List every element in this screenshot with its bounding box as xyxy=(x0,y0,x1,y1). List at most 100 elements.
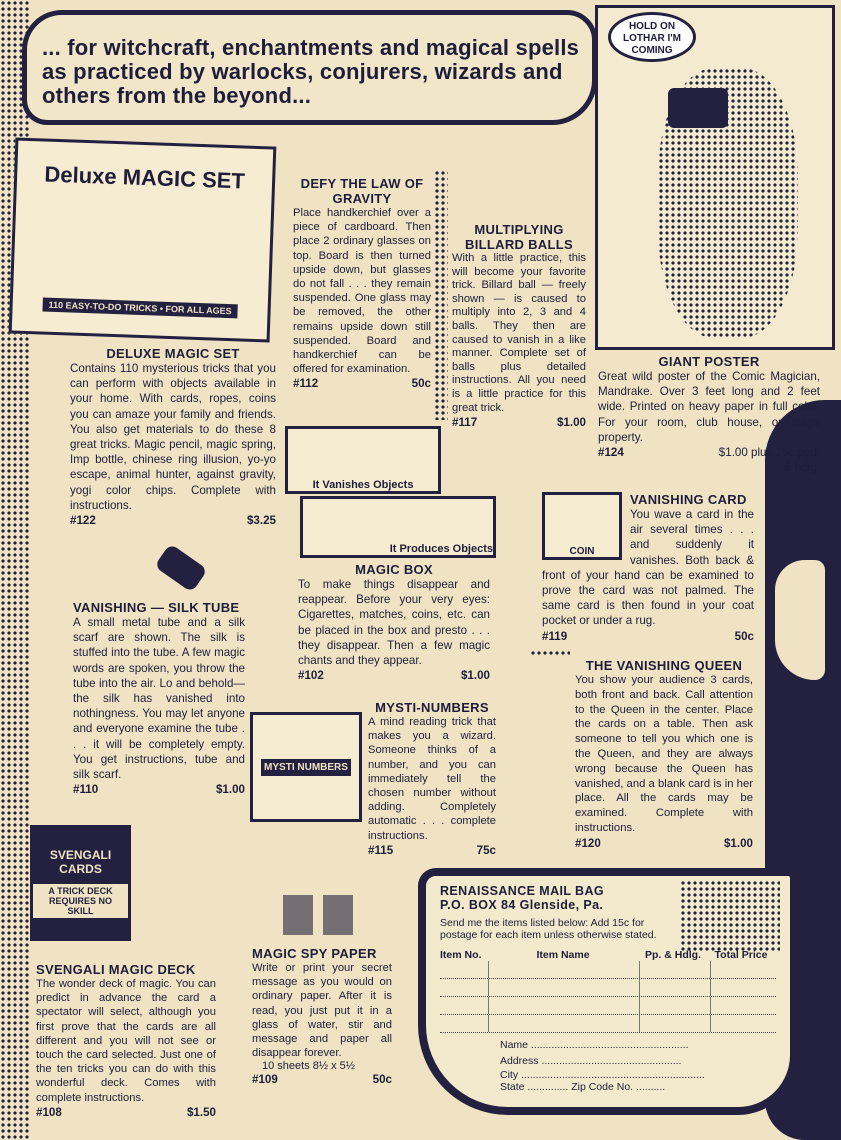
address-field[interactable]: Address ................................… xyxy=(500,1055,682,1067)
item-description: Write or print your secret message as yo… xyxy=(252,962,392,1060)
item-vanishing-card[interactable]: COIN VANISHING CARD You wave a card in t… xyxy=(542,492,754,644)
svengali-subcaption: A TRICK DECK REQUIRES NO SKILL xyxy=(33,884,128,918)
city-label: City xyxy=(500,1069,519,1081)
item-price: $1.00 xyxy=(723,836,753,850)
item-title: THE VANISHING QUEEN xyxy=(585,658,743,673)
item-magic-box[interactable]: MAGIC BOX To make things disappear and r… xyxy=(298,562,490,683)
order-rows xyxy=(440,961,776,1033)
item-price: 50c xyxy=(411,377,431,391)
name-label: Name xyxy=(500,1039,529,1051)
item-number: #124 xyxy=(598,446,624,460)
vanishes-objects-image: It Vanishes Objects xyxy=(285,426,441,494)
item-number: #108 xyxy=(36,1105,62,1119)
witch-face xyxy=(775,560,825,680)
company-address: P.O. BOX 84 Glenside, Pa. xyxy=(440,898,604,912)
vanishes-caption: It Vanishes Objects xyxy=(312,479,414,491)
item-extra: 10 sheets 8½ x 5½ xyxy=(262,1060,355,1073)
order-row[interactable] xyxy=(440,979,776,997)
item-number: #115 xyxy=(368,843,394,857)
item-title: SVENGALI MAGIC DECK xyxy=(36,962,196,977)
item-deluxe-magic-set[interactable]: DELUXE MAGIC SET Contains 110 mysterious… xyxy=(70,346,276,528)
item-description: With a little practice, this will become… xyxy=(452,252,586,414)
item-description: To make things disappear and reappear. B… xyxy=(298,578,490,668)
company-name: RENAISSANCE MAIL BAG xyxy=(440,884,605,898)
item-title: MULTIPLYING BILLARD BALLS xyxy=(465,222,573,252)
item-description: The wonder deck of magic. You can predic… xyxy=(36,978,216,1104)
item-title: DEFY THE LAW OF GRAVITY xyxy=(300,176,424,206)
form-instructions: Send me the items listed below: Add 15c … xyxy=(440,917,657,941)
item-title: MAGIC BOX xyxy=(355,562,433,577)
item-price: $3.25 xyxy=(246,514,276,528)
item-number: #102 xyxy=(298,669,324,683)
mysti-numbers-image: MYSTI NUMBERS xyxy=(250,712,362,822)
item-description: Contains 110 mysterious tricks that you … xyxy=(70,362,276,512)
halftone-pattern xyxy=(434,170,448,420)
coin-caption: COIN xyxy=(569,546,595,557)
item-magic-spy-paper[interactable]: MAGIC SPY PAPER Write or print your secr… xyxy=(252,946,392,1087)
item-number: #112 xyxy=(293,377,319,391)
item-title: MYSTI-NUMBERS xyxy=(375,700,489,715)
magician-figure xyxy=(668,88,728,128)
halftone-pattern xyxy=(530,650,570,656)
item-price: $1.00 xyxy=(556,416,586,430)
speech-bubble: HOLD ON LOTHAR I'M COMING xyxy=(608,12,696,62)
order-row[interactable] xyxy=(440,961,776,979)
item-vanishing-silk-tube[interactable]: VANISHING — SILK TUBE A small metal tube… xyxy=(73,600,245,797)
zip-label: Zip Code No. xyxy=(571,1081,634,1093)
item-price: 50c xyxy=(734,629,754,643)
item-multiplying-billard-balls[interactable]: MULTIPLYING BILLARD BALLS With a little … xyxy=(452,222,586,430)
poster-illustration xyxy=(595,5,835,350)
column-item-name: Item Name xyxy=(536,949,590,961)
item-giant-poster[interactable]: GIANT POSTER Great wild poster of the Co… xyxy=(598,354,820,475)
item-price: $1.00 plus 25c ppd. & hdlg. xyxy=(718,446,820,475)
address-label: Address xyxy=(500,1055,539,1067)
item-price: $1.50 xyxy=(186,1105,216,1119)
item-price: 75c xyxy=(476,843,496,857)
produces-objects-image: It Produces Objects xyxy=(300,496,496,558)
svengali-caption: SVENGALI CARDS xyxy=(49,848,112,876)
item-title: DELUXE MAGIC SET xyxy=(106,346,240,361)
magic-set-box-image: Deluxe MAGIC SET 110 EASY-TO-DO TRICKS •… xyxy=(8,137,277,343)
item-vanishing-queen[interactable]: THE VANISHING QUEEN You show your audien… xyxy=(575,658,753,851)
item-price: $1.00 xyxy=(215,783,245,797)
item-svengali-deck[interactable]: SVENGALI MAGIC DECK The wonder deck of m… xyxy=(36,962,216,1120)
item-title: MAGIC SPY PAPER xyxy=(252,946,377,961)
state-label: State xyxy=(500,1081,525,1093)
order-form: RENAISSANCE MAIL BAG P.O. BOX 84 Glensid… xyxy=(418,868,798,1115)
item-mysti-numbers[interactable]: MYSTI-NUMBERS A mind reading trick that … xyxy=(368,700,496,858)
item-description: You wave a card in the air several times… xyxy=(542,508,754,628)
item-number: #109 xyxy=(252,1073,278,1087)
name-field[interactable]: Name ...................................… xyxy=(500,1039,689,1051)
item-description: A small metal tube and a silk scarf are … xyxy=(73,616,245,782)
item-number: #110 xyxy=(73,783,99,797)
item-number: #119 xyxy=(542,629,568,643)
order-row[interactable] xyxy=(440,1015,776,1033)
produces-caption: It Produces Objects xyxy=(389,543,493,555)
header-banner-text: ... for witchcraft, enchantments and mag… xyxy=(42,35,580,108)
spy-paper-image xyxy=(255,870,380,940)
column-pp-hdlg: Pp. & Hdlg. xyxy=(645,949,701,961)
svengali-cards-image: SVENGALI CARDS A TRICK DECK REQUIRES NO … xyxy=(30,825,131,941)
state-zip-field[interactable]: State .............. Zip Code No. ......… xyxy=(500,1081,666,1093)
magic-set-box-title: Deluxe MAGIC SET xyxy=(44,161,246,194)
item-price: 50c xyxy=(372,1073,392,1087)
city-field[interactable]: City ...................................… xyxy=(500,1069,705,1081)
header-banner xyxy=(22,10,597,125)
item-title: VANISHING CARD xyxy=(630,492,747,507)
magic-set-box-caption: 110 EASY-TO-DO TRICKS • FOR ALL AGES xyxy=(42,297,238,319)
vanishing-card-image: COIN xyxy=(542,492,622,560)
mysti-caption: MYSTI NUMBERS xyxy=(261,758,351,776)
item-defy-gravity[interactable]: DEFY THE LAW OF GRAVITY Place handkerchi… xyxy=(293,176,431,391)
item-title: GIANT POSTER xyxy=(658,354,760,369)
item-number: #122 xyxy=(70,514,96,528)
order-table-header: Item No. Item Name Pp. & Hdlg. Total Pri… xyxy=(440,949,776,961)
order-row[interactable] xyxy=(440,997,776,1015)
item-title: VANISHING — SILK TUBE xyxy=(73,600,240,615)
silk-tube-image xyxy=(154,543,208,593)
item-price: $1.00 xyxy=(460,669,490,683)
item-description: You show your audience 3 cards, both fro… xyxy=(575,674,753,834)
item-description: Great wild poster of the Comic Magician,… xyxy=(598,370,820,444)
item-description: Place handkerchief over a piece of cardb… xyxy=(293,207,431,376)
column-item-no: Item No. xyxy=(440,949,482,961)
column-total-price: Total Price xyxy=(714,949,768,961)
